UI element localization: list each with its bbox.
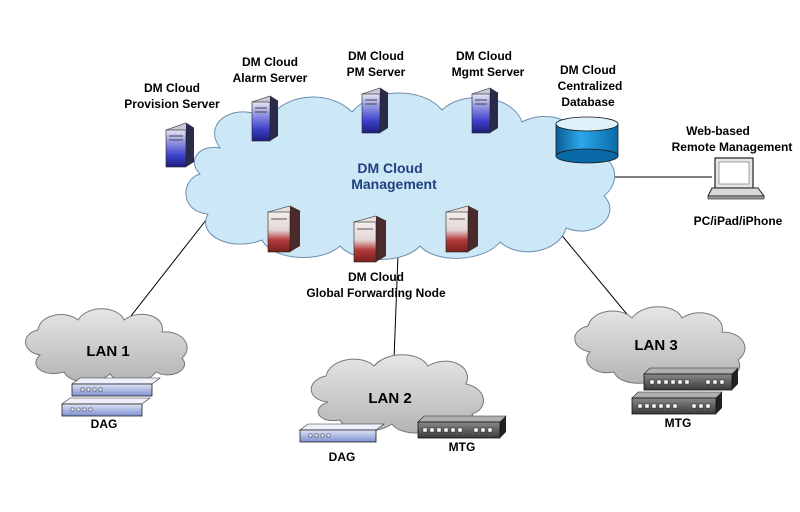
remote-device-label: PC/iPad/iPhone xyxy=(694,214,783,228)
lan1-dag-device-icon-top xyxy=(71,377,161,397)
lan3-cloud xyxy=(574,306,746,385)
alarm-server-icon xyxy=(251,95,279,142)
laptop-icon xyxy=(707,157,765,200)
lan1-title: LAN 1 xyxy=(86,343,129,360)
pm-server-icon xyxy=(361,87,389,134)
forwarding-node-icon-right xyxy=(445,205,479,253)
cloud-title-line1: DM Cloud xyxy=(357,160,422,176)
alarm-server-label-line2: Alarm Server xyxy=(233,71,308,85)
provision-server-label-line2: Provision Server xyxy=(124,97,220,111)
lan2-dag-device-icon xyxy=(299,423,385,443)
forwarding-node-icon-left xyxy=(267,205,301,253)
database-label-line3: Database xyxy=(561,95,615,109)
remote-label-line2: Remote Management xyxy=(672,140,793,154)
remote-label-line1: Web-based xyxy=(686,124,750,138)
cloud-title-line2: Management xyxy=(351,176,437,192)
lan3-mtg-device-icon-top xyxy=(643,367,739,391)
forwarding-node-icon-center xyxy=(353,215,387,263)
lan1-dag-device-icon-bottom xyxy=(61,397,151,417)
lan2-dag-label: DAG xyxy=(329,450,356,464)
link-lan1 xyxy=(119,214,211,331)
forwarding-label-line1: DM Cloud xyxy=(348,270,404,284)
lan3-title: LAN 3 xyxy=(634,337,677,354)
provision-server-icon xyxy=(165,122,195,168)
lan2-mtg-device-icon xyxy=(417,415,507,439)
mgmt-server-icon xyxy=(471,87,499,134)
forwarding-label-line2: Global Forwarding Node xyxy=(306,286,446,300)
mgmt-server-label-line2: Mgmt Server xyxy=(452,65,525,79)
pm-server-label-line1: DM Cloud xyxy=(348,49,404,63)
lan1-dag-label: DAG xyxy=(91,417,118,431)
lan3-mtg-device-icon-bottom xyxy=(631,391,723,415)
lan2-mtg-label: MTG xyxy=(449,440,476,454)
lan2-title: LAN 2 xyxy=(368,390,411,407)
database-label-line1: DM Cloud xyxy=(560,63,616,77)
alarm-server-label-line1: DM Cloud xyxy=(242,55,298,69)
pm-server-label-line2: PM Server xyxy=(347,65,406,79)
mgmt-server-label-line1: DM Cloud xyxy=(456,49,512,63)
lan3-mtg-label: MTG xyxy=(665,416,692,430)
database-icon xyxy=(555,116,619,164)
database-label-line2: Centralized xyxy=(558,79,623,93)
provision-server-label-line1: DM Cloud xyxy=(144,81,200,95)
